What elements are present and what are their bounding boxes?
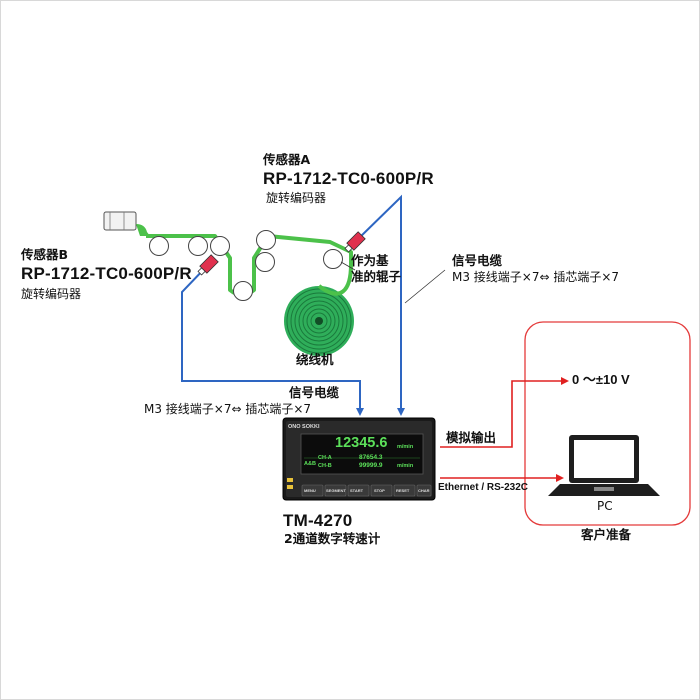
cable-right-desc: M3 接线端子×7⇔ 插芯端子×7 (452, 270, 620, 284)
laptop-icon (548, 435, 660, 496)
analog-output-value: 0 ～±10 V (572, 372, 630, 387)
sensor-b-desc: 旋转编码器 (21, 287, 82, 301)
device-ab-label: A&B (304, 461, 316, 467)
sensor-a-model: RP-1712-TC0-600P/R (263, 169, 434, 188)
device-button-label: STOP (374, 488, 385, 493)
device-main-value: 12345.6 (335, 435, 388, 451)
sensor-a-title: 传感器A (263, 152, 311, 167)
device-ch-a-value: 87654.3 (359, 454, 383, 461)
cable-note-leader (404, 269, 446, 304)
device-model: TM-4270 (283, 511, 353, 530)
sensor-b-model: RP-1712-TC0-600P/R (21, 264, 192, 283)
device-main-unit: m/min (397, 444, 414, 450)
cable-sensor-a (355, 194, 405, 416)
sensor-a-encoder (344, 231, 366, 253)
winder-coil (284, 286, 354, 356)
pc-label: PC (597, 499, 613, 513)
device-desc: 2通道数字转速计 (284, 531, 381, 546)
cable-right-title: 信号电缆 (452, 253, 503, 268)
roller-note-line1: 作为基 (351, 253, 389, 268)
device-brand: ONO SOKKI (288, 424, 320, 430)
roller-note-line2: 准的辊子 (351, 269, 402, 284)
unwind-spool (103, 211, 150, 236)
roller-note-leader (340, 261, 356, 271)
device-button-label: SEGMENT (326, 488, 346, 493)
sensor-b-title: 传感器B (21, 247, 69, 262)
device-ab-unit: m/min (397, 463, 414, 469)
roller (256, 230, 276, 250)
cable-left-desc: M3 接线端子×7⇔ 插芯端子×7 (144, 402, 312, 416)
device-ch-a-label: CH-A (318, 455, 332, 461)
device-display (300, 433, 424, 475)
device-buttons (301, 484, 432, 497)
cable-sensor-b (181, 265, 364, 416)
sensor-b-encoder (197, 254, 219, 276)
device-button-label: START (350, 488, 364, 493)
device-button-label: RESET (396, 488, 410, 493)
roller (323, 249, 343, 269)
analog-output-line (440, 377, 569, 448)
cable-left-title: 信号电缆 (289, 385, 340, 400)
sensor-a-desc: 旋转编码器 (266, 191, 327, 205)
tm4270-device (282, 417, 436, 501)
roller (255, 252, 275, 272)
comm-label: Ethernet / RS-232C (438, 482, 529, 493)
rollers (149, 230, 343, 301)
device-ch-b-value: 99999.9 (359, 462, 383, 469)
device-button-label: MENU (304, 488, 316, 493)
roller (233, 281, 253, 301)
roller (149, 236, 169, 256)
device-ch-b-label: CH-B (318, 463, 332, 469)
customer-box (524, 321, 691, 526)
device-button-label: CHAR (418, 488, 430, 493)
roller (188, 236, 208, 256)
roller (210, 236, 230, 256)
customer-label: 客户准备 (581, 527, 632, 542)
analog-output-label: 模拟输出 (446, 430, 497, 445)
winder-label: 绕线机 (296, 352, 334, 367)
